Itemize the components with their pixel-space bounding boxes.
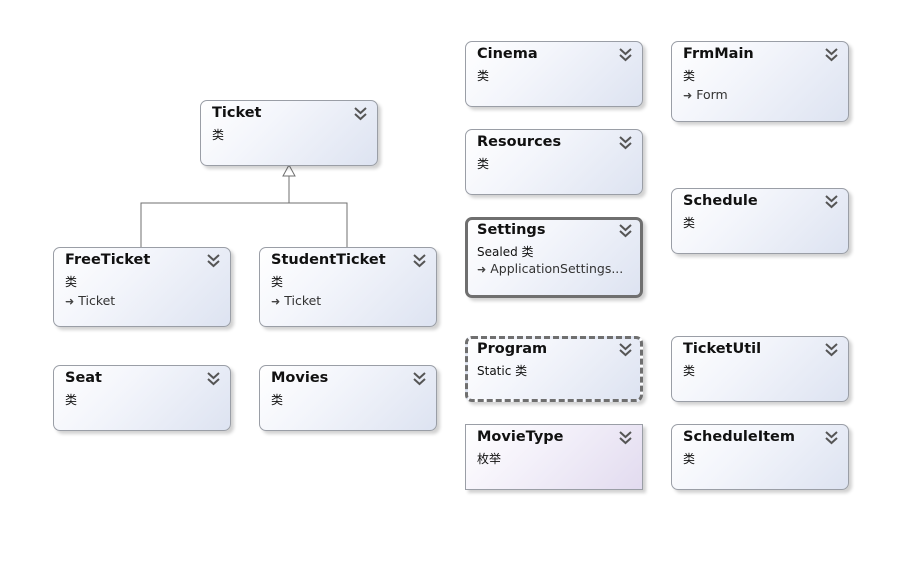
class-name: Cinema — [477, 46, 538, 62]
class-shape-cinema[interactable]: Cinema 类 — [465, 41, 643, 107]
base-class: ➜Form — [683, 87, 728, 102]
double-chevron-down-icon[interactable] — [619, 224, 632, 238]
class-shape-movies[interactable]: Movies 类 — [259, 365, 437, 431]
class-name: Movies — [271, 370, 329, 386]
enum-kind: 枚举 — [477, 452, 502, 466]
class-kind: 类 — [65, 393, 78, 407]
class-kind: 类 — [683, 69, 696, 83]
class-shape-freeticket[interactable]: FreeTicket 类 ➜Ticket — [53, 247, 231, 327]
double-chevron-down-icon[interactable] — [825, 343, 838, 357]
base-class: ➜Ticket — [65, 293, 115, 308]
class-kind: 类 — [477, 69, 490, 83]
double-chevron-down-icon[interactable] — [354, 107, 367, 121]
class-name: ScheduleItem — [683, 429, 795, 445]
class-name: Schedule — [683, 193, 758, 209]
class-kind: 类 — [477, 157, 490, 171]
double-chevron-down-icon[interactable] — [413, 254, 426, 268]
double-chevron-down-icon[interactable] — [619, 431, 632, 445]
class-shape-settings[interactable]: Settings Sealed 类 ➜ApplicationSettings..… — [465, 217, 643, 298]
class-kind: 类 — [271, 393, 284, 407]
class-kind: 类 — [683, 364, 696, 378]
inheritance-line — [140, 202, 348, 247]
double-chevron-down-icon[interactable] — [825, 431, 838, 445]
class-shape-resources[interactable]: Resources 类 — [465, 129, 643, 195]
base-class: ➜Ticket — [271, 293, 321, 308]
class-kind: 类 — [683, 452, 696, 466]
class-shape-frmmain[interactable]: FrmMain 类 ➜Form — [671, 41, 849, 122]
base-class-name: Ticket — [284, 293, 322, 308]
class-name: Resources — [477, 134, 562, 150]
class-shape-scheduleitem[interactable]: ScheduleItem 类 — [671, 424, 849, 490]
class-shape-ticket[interactable]: Ticket 类 — [200, 100, 378, 166]
class-kind: Static 类 — [477, 364, 528, 378]
class-shape-studentticket[interactable]: StudentTicket 类 ➜Ticket — [259, 247, 437, 327]
class-shape-program[interactable]: Program Static 类 — [465, 336, 643, 402]
class-kind: 类 — [683, 216, 696, 230]
class-kind: 类 — [271, 275, 284, 289]
class-shape-seat[interactable]: Seat 类 — [53, 365, 231, 431]
base-class-name: Form — [696, 87, 728, 102]
class-name: Program — [477, 341, 548, 357]
enum-name: MovieType — [477, 429, 564, 445]
class-kind: Sealed 类 — [477, 245, 534, 259]
inheritance-arrow-icon: ➜ — [65, 295, 75, 308]
base-class-name: Ticket — [78, 293, 116, 308]
double-chevron-down-icon[interactable] — [413, 372, 426, 386]
class-name: StudentTicket — [271, 252, 386, 268]
class-name: Settings — [477, 222, 546, 238]
double-chevron-down-icon[interactable] — [825, 48, 838, 62]
double-chevron-down-icon[interactable] — [619, 48, 632, 62]
inheritance-arrow-icon: ➜ — [271, 295, 281, 308]
class-shape-schedule[interactable]: Schedule 类 — [671, 188, 849, 254]
inheritance-triangle-icon — [282, 163, 296, 177]
class-name: Ticket — [212, 105, 262, 121]
inheritance-arrow-icon: ➜ — [477, 263, 487, 276]
base-class-name: ApplicationSettings... — [490, 261, 624, 276]
class-kind: 类 — [212, 128, 225, 142]
double-chevron-down-icon[interactable] — [619, 343, 632, 357]
class-name: Seat — [65, 370, 102, 386]
class-name: FrmMain — [683, 46, 754, 62]
inheritance-arrow-icon: ➜ — [683, 89, 693, 102]
double-chevron-down-icon[interactable] — [619, 136, 632, 150]
double-chevron-down-icon[interactable] — [207, 372, 220, 386]
base-class: ➜ApplicationSettings... — [477, 261, 623, 276]
double-chevron-down-icon[interactable] — [207, 254, 220, 268]
class-name: TicketUtil — [683, 341, 762, 357]
class-kind: 类 — [65, 275, 78, 289]
class-name: FreeTicket — [65, 252, 151, 268]
double-chevron-down-icon[interactable] — [825, 195, 838, 209]
class-shape-ticketutil[interactable]: TicketUtil 类 — [671, 336, 849, 402]
enum-shape-movietype[interactable]: MovieType 枚举 — [465, 424, 643, 490]
